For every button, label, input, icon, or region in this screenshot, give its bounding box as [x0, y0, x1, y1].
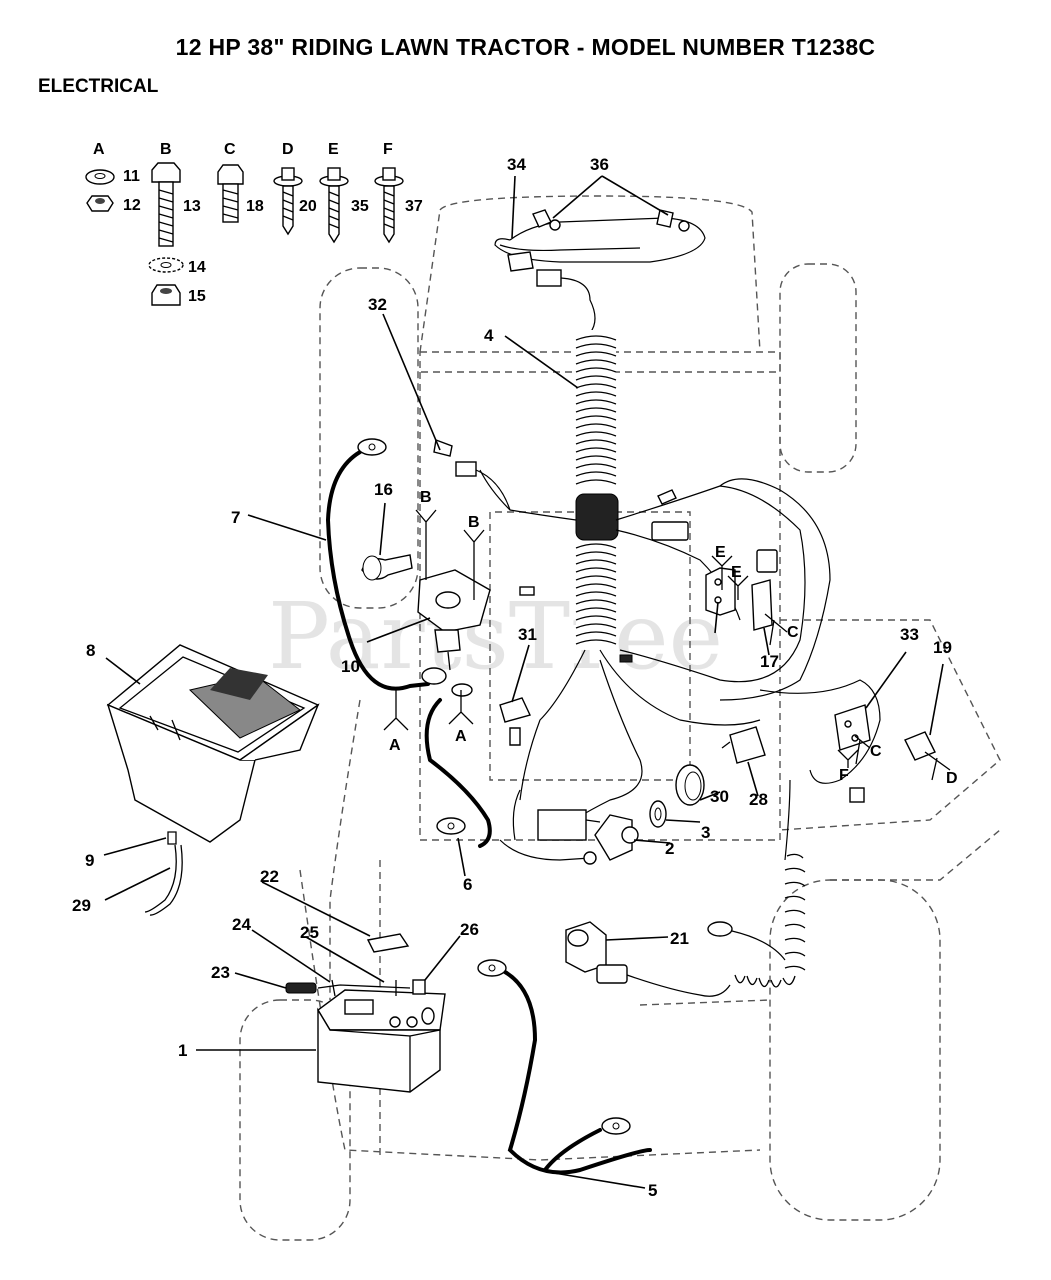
callout-10: 10 [341, 657, 360, 676]
ref-c-1: C [787, 624, 799, 641]
legend-letter-c: C [224, 141, 236, 158]
ref-f-1: F [839, 767, 849, 784]
callout-4: 4 [484, 326, 494, 345]
callout-27: 28 [749, 790, 768, 809]
callout-28: 32 [368, 295, 387, 314]
legend-part-37: 37 [405, 198, 423, 215]
battery-tray [106, 644, 320, 843]
pto-solenoid [565, 779, 806, 997]
ref-a-2: A [455, 728, 467, 745]
ref-a-1: A [389, 737, 401, 754]
callout-25: 25 [300, 923, 319, 942]
legend-letter-a: A [93, 141, 105, 158]
ref-e-2: E [731, 564, 742, 581]
callout-24: 24 [232, 915, 251, 934]
fastener-references: B B A A E E C C D F [383, 489, 958, 787]
legend-part-18: 18 [246, 198, 264, 215]
legend-letter-e: E [328, 141, 339, 158]
callout-2: 2 [665, 839, 674, 858]
legend-letter-b: B [160, 141, 172, 158]
callout-33: 36 [590, 155, 609, 174]
callout-labels: 34 36 4 32 7 16 10 8 31 17 33 19 28 30 3… [72, 155, 952, 1200]
callout-1: 1 [178, 1041, 187, 1060]
callout-23: 23 [211, 963, 230, 982]
legend-part-14: 14 [188, 259, 206, 276]
legend-part-13: 13 [183, 198, 201, 215]
leader-lines [103, 175, 944, 1189]
legend-part-20: 20 [299, 198, 317, 215]
headlight-harness [494, 209, 706, 334]
callout-22: 22 [260, 867, 279, 886]
callout-26: 26 [460, 920, 479, 939]
callout-16: 16 [374, 480, 393, 499]
legend-part-15: 15 [188, 288, 206, 305]
legend-letter-f: F [383, 141, 393, 158]
ref-b-1: B [420, 489, 432, 506]
ref-b-2: B [468, 514, 480, 531]
battery [285, 933, 446, 1093]
callout-30: 30 [710, 787, 729, 806]
bolt-18 [217, 164, 244, 185]
legend-letter-d: D [282, 141, 294, 158]
callout-8: 8 [86, 641, 95, 660]
harness-conduit [575, 330, 619, 650]
callout-21: 21 [670, 929, 689, 948]
callout-5: 5 [648, 1181, 657, 1200]
callout-17: 17 [760, 652, 779, 671]
bolt-13 [151, 162, 181, 183]
lock-nut-15 [151, 284, 181, 306]
brackets [705, 549, 936, 803]
callout-34: 33 [900, 625, 919, 644]
section-title: ELECTRICAL [38, 76, 159, 97]
legend-part-12: 12 [123, 197, 141, 214]
watermark: PartsTree [268, 583, 723, 690]
page-title: 12 HP 38" RIDING LAWN TRACTOR - MODEL NU… [175, 34, 876, 60]
legend-part-11: 11 [123, 168, 140, 185]
callout-32: 34 [507, 155, 526, 174]
ignition-switch [537, 726, 766, 865]
legend-part-35: 35 [351, 198, 369, 215]
callout-9: 9 [85, 851, 94, 870]
battery-cables [325, 438, 652, 1175]
callout-7: 7 [231, 508, 240, 527]
seat-switch [499, 697, 531, 746]
drain-tube [144, 831, 183, 916]
callout-19: 19 [933, 638, 952, 657]
hardware-legend: A B C D E F 11 12 13 14 15 18 20 [85, 141, 423, 306]
ref-e-1: E [715, 544, 726, 561]
callout-31: 31 [518, 625, 537, 644]
solenoid-assembly [361, 439, 511, 671]
ref-d-1: D [946, 770, 958, 787]
callout-3: 3 [701, 823, 710, 842]
callout-6: 6 [463, 875, 472, 894]
ref-c-2: C [870, 743, 882, 760]
callout-29: 29 [72, 896, 91, 915]
